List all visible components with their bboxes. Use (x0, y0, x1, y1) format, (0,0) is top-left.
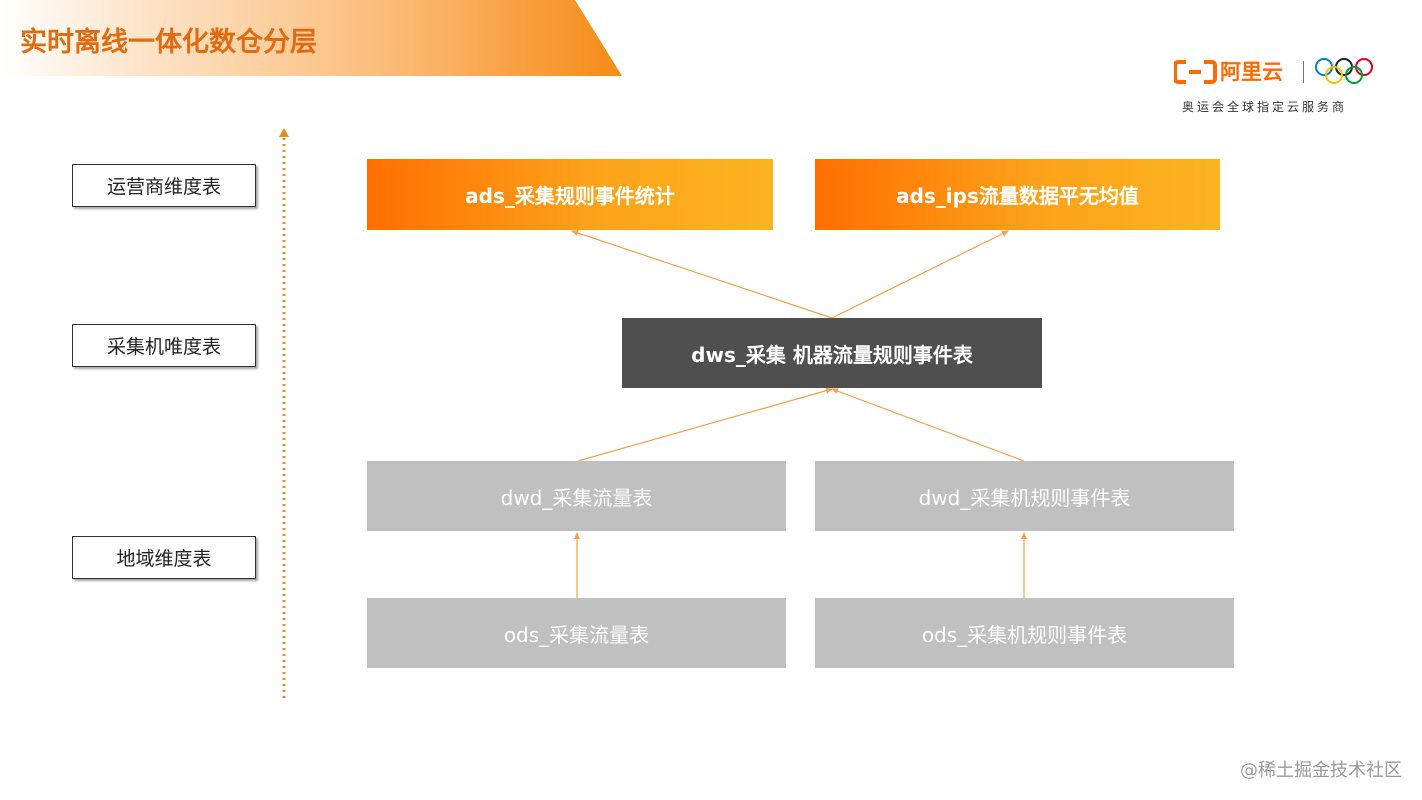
ads-rule-event-stats-node: ads_采集规则事件统计 (367, 159, 773, 230)
aliyun-subtitle: 奥运会全球指定云服务商 (1182, 100, 1348, 114)
aliyun-bracket-logo-icon (1174, 60, 1217, 84)
ods-traffic-node: ods_采集流量表 (367, 598, 786, 668)
page-title: 实时离线一体化数仓分层 (20, 27, 317, 58)
dimension-table-region: 地域维度表 (72, 536, 256, 579)
dwd-traffic-node: dwd_采集流量表 (367, 461, 786, 531)
aliyun-logo: 阿里云 奥运会全球指定云服务商 (1172, 56, 1382, 116)
arrow-dws-to-ads-left (571, 230, 833, 319)
title-banner (0, 0, 622, 76)
vertical-arrow-head (279, 128, 289, 137)
ods-rule-event-node: ods_采集机规则事件表 (815, 598, 1234, 668)
watermark: @稀土掘金技术社区 (1240, 760, 1402, 781)
dimension-table-operator: 运营商维度表 (72, 164, 256, 207)
dimension-table-collector: 采集机唯度表 (72, 324, 256, 367)
arrow-dwd-right-to-dws (831, 388, 1025, 462)
dws-machine-traffic-rule-node: dws_采集 机器流量规则事件表 (622, 318, 1042, 388)
olympic-rings-icon (1315, 58, 1373, 84)
arrow-dwd-left-to-dws (577, 387, 833, 462)
dwd-rule-event-node: dwd_采集机规则事件表 (815, 461, 1234, 531)
arrow-dws-to-ads-right (831, 230, 1009, 319)
ads-ips-traffic-avg-node: ads_ips流量数据平无均值 (815, 159, 1220, 230)
logo-divider (1303, 61, 1304, 83)
aliyun-brand-name: 阿里云 (1220, 60, 1283, 84)
